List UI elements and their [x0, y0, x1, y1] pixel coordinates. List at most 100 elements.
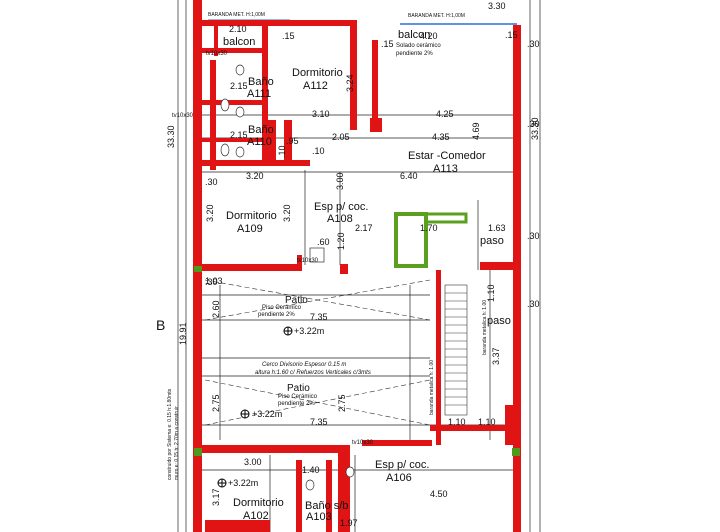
- patio-1-pendiente: pendiente 2%: [258, 312, 295, 318]
- patio-diagonals: [204, 279, 431, 426]
- dim-4-50: 4.50: [430, 489, 448, 499]
- level-label-3: +3.22m: [228, 478, 259, 488]
- room-code-a113: A113: [433, 163, 458, 175]
- dim-1-10-b: 1.10: [448, 417, 466, 427]
- dim-3-00-a: 3.00: [335, 172, 345, 190]
- patio-2-piso: Piso Cerámico: [278, 394, 318, 400]
- dim-2-10: 2.10: [229, 24, 247, 34]
- stair: [444, 284, 468, 416]
- dim-3-20-a: 3.20: [246, 171, 264, 181]
- dim-2-17: 2.17: [355, 223, 373, 233]
- left-construction-note-2: muro e: 0.15 h: 2.70m a construir: [174, 406, 180, 480]
- level-markers: [217, 326, 293, 488]
- room-estar-comedor: Estar -Comedor: [408, 150, 486, 162]
- dim-010-b: .10: [277, 145, 287, 158]
- room-bano-a111: Baño: [248, 76, 274, 88]
- dim-2-15-a: 2.15: [230, 81, 248, 91]
- room-balcon-right: balcon: [398, 29, 431, 41]
- room-dormitorio-a112: Dormitorio: [292, 67, 343, 79]
- dim-1-10-a: 1.10: [486, 284, 496, 302]
- dim-3-37: 3.37: [491, 347, 501, 365]
- room-code-a106: A106: [386, 472, 412, 484]
- patio-2-pendiente: pendiente 2%: [278, 401, 315, 407]
- level-label-1: +3.22m: [294, 326, 325, 336]
- room-patio-2: Patio: [287, 383, 310, 394]
- walls: [193, 0, 521, 532]
- baranda-note-left: BARANDA MET. H:1,00M: [208, 12, 265, 18]
- room-code-a108: A108: [327, 213, 353, 225]
- dim-2-15-b: 2.15: [230, 130, 248, 140]
- dim-3-20-b: 3.20: [205, 204, 215, 222]
- dim-060: .60: [317, 237, 330, 247]
- dim-1-10-c: 1.10: [478, 417, 496, 427]
- dim-030-e: .30: [205, 177, 218, 187]
- dim-33-30-left: 33.30: [166, 125, 176, 148]
- dim-4-20: 4.20: [420, 31, 438, 41]
- dim-7-35-b: 7.35: [310, 417, 328, 427]
- dim-4-69: 4.69: [471, 122, 481, 140]
- level-label-2: +3.22m: [252, 409, 283, 419]
- room-code-a110: A110: [247, 136, 272, 148]
- stair-baranda-note: baranda metalica h: 1.00: [482, 299, 488, 355]
- dim-3-20-c: 3.20: [282, 204, 292, 222]
- dim-4-35: 4.35: [432, 132, 450, 142]
- dim-4-25: 4.25: [436, 109, 454, 119]
- dim-030-a: .30: [527, 39, 540, 49]
- tv-label-1: tv10x30: [206, 51, 228, 57]
- patio-1-piso: Piso Cerámico: [262, 305, 302, 311]
- dim-6-40: 6.40: [400, 171, 418, 181]
- room-bano-a110: Baño: [248, 124, 274, 136]
- dim-2-75-a: 2.75: [211, 394, 221, 412]
- dim-19-91: 19.91: [178, 322, 188, 345]
- cerco-note-2: altura h:1.60 c/ Refuerzos Verticales c/…: [255, 370, 371, 376]
- dim-015-c: .15: [505, 30, 518, 40]
- dim-1-70: 1.70: [420, 223, 438, 233]
- columns: [194, 212, 520, 456]
- solado-pendiente: pendiente 2%: [396, 51, 433, 57]
- room-paso-mid: paso: [487, 315, 511, 327]
- cerco-note-1: Cerco Divisorio Espesor 0.15 m: [262, 362, 347, 368]
- baranda-note-right: BARANDA MET. H:1,00M: [408, 13, 465, 19]
- dim-095: .95: [286, 136, 299, 146]
- dim-030-b: .30: [527, 119, 540, 129]
- dim-1-03: 1.03: [205, 276, 223, 286]
- dim-015-a: .15: [282, 31, 295, 41]
- dim-7-35-a: 7.35: [310, 312, 328, 322]
- left-construction-note: construido por Sistema e: 0.15 h:1.80mts: [167, 388, 173, 480]
- dim-3-30: 3.30: [488, 1, 506, 11]
- room-code-a112: A112: [303, 80, 328, 92]
- room-balcon-left: balcon: [223, 36, 256, 48]
- dim-1-40: 1.40: [302, 465, 320, 475]
- dim-3-00-b: 3.00: [244, 457, 262, 467]
- dim-3-24: 3.24: [345, 74, 355, 92]
- solado-label: Solado cerámico: [396, 43, 441, 49]
- room-code-a103: A103: [306, 511, 332, 523]
- dim-1-20: 1.20: [336, 232, 346, 250]
- dim-030-f: .30: [205, 277, 218, 287]
- dim-010-a: .10: [312, 146, 325, 156]
- stair-baranda-note-2: baranda metalica h: 1.00: [429, 359, 435, 415]
- dim-2-05: 2.05: [332, 132, 350, 142]
- room-esp-coc-a106: Esp p/ coc.: [375, 459, 430, 471]
- room-code-a111: A111: [247, 88, 272, 100]
- tv-label-4: tv10x30: [352, 440, 374, 446]
- dim-2-60: 2.60: [211, 300, 221, 318]
- room-code-a109: A109: [237, 223, 263, 235]
- room-patio-1: Patio: [285, 295, 308, 306]
- tv-label-2: tv10x30: [172, 113, 194, 119]
- dim-030-d: .30: [527, 299, 540, 309]
- dim-1-97: 1.97: [340, 518, 358, 528]
- dim-3-10: 3.10: [312, 109, 330, 119]
- dim-2-75-b: 2.75: [337, 394, 347, 412]
- tv-label-3: tv10x30: [297, 258, 319, 264]
- room-bano-a103: Baño s/b: [305, 500, 349, 512]
- room-esp-coc-a108: Esp p/ coc.: [314, 201, 369, 213]
- fixtures: [220, 64, 355, 491]
- room-code-a102: A102: [243, 510, 269, 522]
- section-mark: B: [156, 317, 166, 333]
- dim-33-30-right: 33.30: [530, 117, 540, 140]
- room-dormitorio-a109: Dormitorio: [226, 210, 277, 222]
- dim-015-b: .15: [381, 39, 394, 49]
